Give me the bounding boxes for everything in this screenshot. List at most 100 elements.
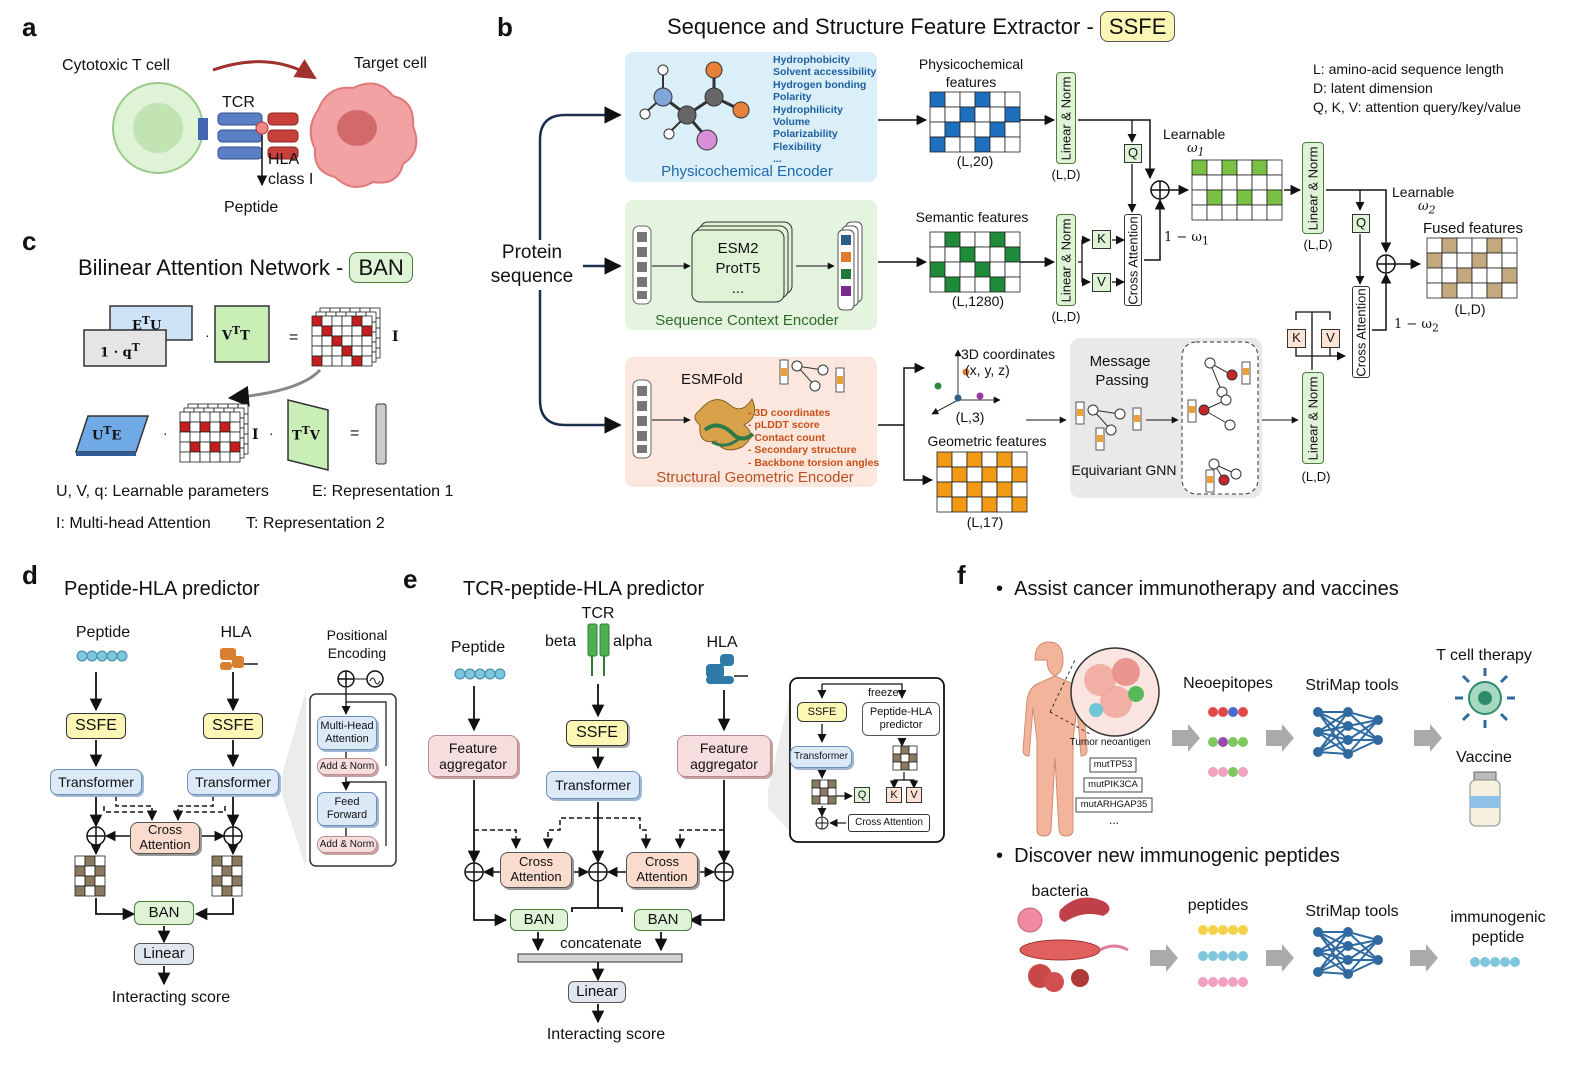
3d-axes-icon	[931, 349, 1001, 415]
concatenate-bar	[517, 953, 683, 963]
geometric-dim: (L,17)	[966, 514, 1004, 530]
semantic-label: Semantic features	[915, 209, 1029, 225]
physicochemical-feature-grid	[929, 91, 1021, 153]
d-hla-label: HLA	[220, 624, 252, 641]
e-feature-agg-hla: Feature aggregator	[677, 735, 771, 777]
hla-feature-grid	[211, 855, 243, 897]
q-tag-1: Q	[1124, 144, 1142, 163]
protein-label-2: sequence	[490, 266, 574, 287]
peptide-beads-icon	[76, 650, 128, 662]
pos-enc-2: Encoding	[327, 645, 387, 661]
e-feature-agg-peptide: Feature aggregator	[428, 735, 518, 777]
e-hla-label: HLA	[706, 634, 738, 651]
fused-feature-grid	[1426, 237, 1518, 299]
panel-f-graphics	[1017, 641, 1520, 992]
d-transformer-peptide: Transformer	[50, 769, 142, 795]
f-neoepitopes: Neoepitopes	[1183, 675, 1273, 692]
inset-feature-grid-1	[892, 745, 918, 771]
tcr-label: TCR	[222, 94, 255, 111]
e-ban-2: BAN	[634, 909, 692, 931]
esm-label-3: ...	[731, 280, 745, 297]
panel-label-d: d	[22, 560, 38, 590]
ute-formula: UTE	[92, 424, 122, 444]
i-label-2: I	[252, 427, 259, 443]
f-tumor-label: Tumor neoantigen	[1069, 737, 1151, 748]
peptide-beads-icon-e	[454, 668, 506, 680]
coords-dim: (L,3)	[955, 409, 985, 425]
peptide-feature-grid	[74, 855, 106, 897]
fused-features-label: Fused features	[1422, 220, 1524, 237]
tcr-anchor	[198, 118, 208, 140]
geometric-label: Geometric features	[927, 433, 1047, 449]
omega-2: ω2	[1418, 199, 1436, 217]
e-cross-attention-1: Cross Attention	[500, 852, 572, 888]
notation-legend: L: amino-acid sequence length D: latent …	[1313, 61, 1522, 115]
mp-graph-steps	[1187, 357, 1251, 493]
protein-label-1: Protein	[501, 242, 563, 263]
f-bullet-1: • Assist cancer immunotherapy and vaccin…	[996, 578, 1399, 600]
vtt-formula: VTT	[222, 324, 250, 344]
f-vaccine: Vaccine	[1456, 749, 1512, 766]
peptide-label-a: Peptide	[224, 199, 279, 216]
panel-a-graphics	[112, 59, 418, 188]
i-label-1: I	[392, 329, 399, 345]
e-beta-label: beta	[545, 633, 577, 650]
esm-label-1: ESM2	[717, 240, 759, 257]
token-column-struct	[632, 379, 652, 459]
target-label: Target cell	[354, 55, 427, 72]
cross-attention-1: Cross Attention	[1124, 214, 1142, 306]
e-ssfe: SSFE	[566, 720, 628, 746]
seq-encoder-label: Sequence Context Encoder	[655, 312, 839, 329]
vaccine-vial-icon	[1469, 771, 1501, 827]
d-ssfe-hla: SSFE	[203, 713, 263, 739]
physico-dim: (L,20)	[956, 153, 994, 169]
equals-2: =	[350, 425, 360, 442]
ld-fused-out: (L,D)	[1454, 301, 1486, 317]
d-peptide-label: Peptide	[75, 624, 131, 641]
hla-molecule-icon-e	[706, 654, 748, 684]
v-tag-2: V	[1321, 329, 1340, 348]
panel-e-title: TCR-peptide-HLA predictor	[463, 578, 705, 600]
geometric-feature-grid	[936, 451, 1028, 513]
coords-label-2: (x, y, z)	[965, 362, 1010, 378]
v-tag-1: V	[1092, 273, 1111, 292]
d-ff: Feed Forward	[317, 792, 377, 826]
ld-fused: (L,D)	[1303, 237, 1333, 252]
e-score: Interacting score	[546, 1026, 666, 1043]
e-inset-cross-attention: Cross Attention	[848, 814, 930, 832]
physico-features-label-2: features	[945, 74, 997, 90]
f-tools-2: StriMap tools	[1305, 903, 1399, 920]
ld-physico: (L,D)	[1051, 167, 1081, 182]
panel-b-graphics	[538, 52, 1518, 513]
panel-label-e: e	[403, 564, 418, 594]
linear-norm-geo: Linear & Norm	[1302, 372, 1324, 464]
f-tools-1: StriMap tools	[1305, 677, 1399, 694]
molecule-icon	[639, 61, 750, 151]
panel-d-title: Peptide-HLA predictor	[64, 578, 260, 600]
ban-title: Bilinear Attention Network - BAN	[78, 252, 413, 283]
tcr-icon	[587, 623, 610, 676]
bacteria-icon	[1017, 897, 1129, 992]
panel-label-a: a	[22, 12, 37, 42]
d-cross-attention: Cross Attention	[130, 822, 200, 854]
d-mha: Multi-Head Attention	[317, 716, 377, 750]
cross-attention-2: Cross Attention	[1352, 286, 1370, 378]
esm-label-2: ProtT5	[715, 260, 761, 277]
d-score: Interacting score	[111, 989, 231, 1006]
hla-molecule-icon	[220, 648, 258, 670]
q-formula: 1 · qT	[100, 341, 140, 361]
ban-legend-1b: E: Representation 1	[312, 483, 454, 500]
physico-encoder-bg	[625, 52, 877, 182]
e-linear: Linear	[568, 981, 626, 1003]
ban-legend-1a: U, V, q: Learnable parameters	[56, 483, 269, 500]
flow-arrow	[1410, 944, 1438, 972]
neoepitope-beads	[1208, 707, 1248, 777]
token-column-seq	[632, 225, 652, 305]
e-inset-v: V	[906, 787, 922, 803]
learnable-label-2: Learnable	[1392, 184, 1455, 200]
e-inset-predictor: Peptide-HLA predictor	[862, 702, 940, 736]
intermediate-fused-grid	[1191, 159, 1283, 221]
